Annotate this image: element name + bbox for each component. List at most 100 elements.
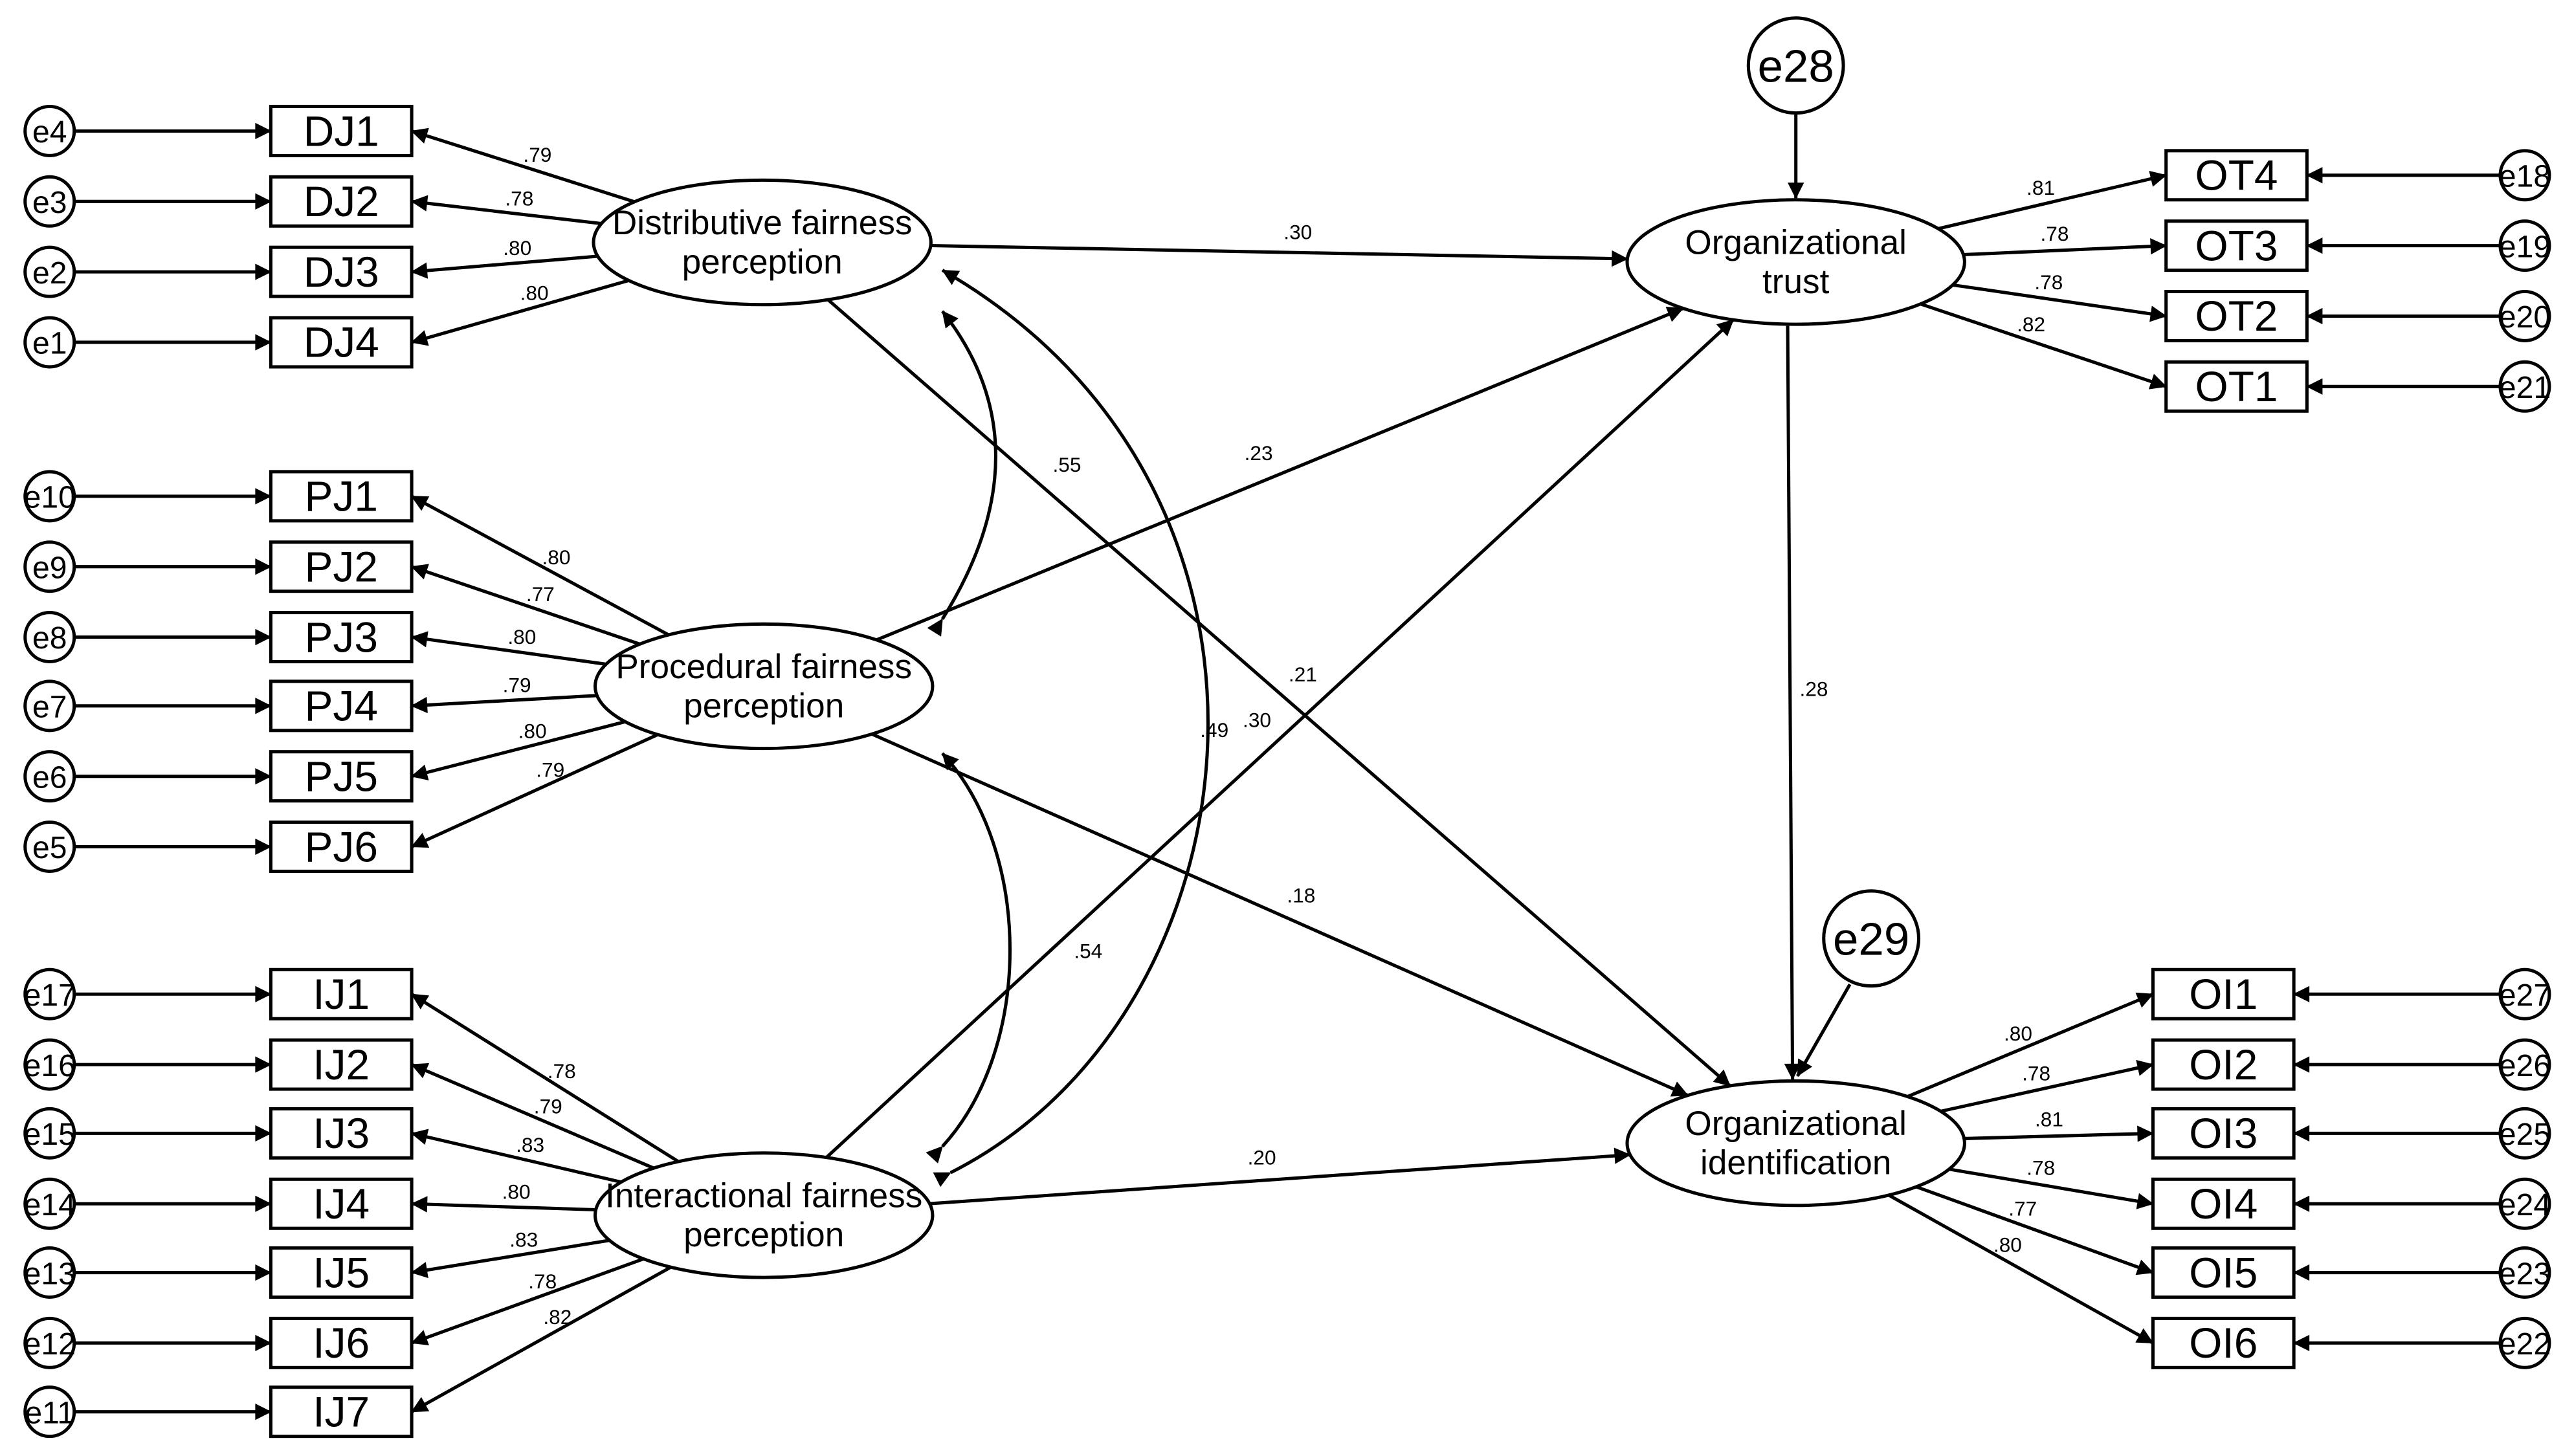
indicator-box-oi2 xyxy=(2151,1038,2296,1091)
indicator-box-pj6 xyxy=(269,820,414,873)
indicator-box-pj2 xyxy=(269,540,414,593)
error-label-e15: e15 xyxy=(24,1117,76,1152)
error-label-e26: e26 xyxy=(2499,1048,2551,1083)
correlation-dfp-ifp xyxy=(933,269,1210,1187)
latent-label-ifp-1: perception xyxy=(683,1216,844,1254)
coef-dfp-pfp: .55 xyxy=(1052,453,1081,476)
error-circle-e9 xyxy=(23,540,76,593)
loading-arrow-ij1 xyxy=(410,993,680,1164)
loading-arrow-dj3 xyxy=(410,254,598,279)
indicator-label-ij5: IJ5 xyxy=(313,1248,370,1296)
path-dfp-ot xyxy=(930,243,1628,267)
correlation-pfp-ifp xyxy=(926,752,1012,1164)
latent-label-pfp-1: perception xyxy=(683,687,844,725)
coef-dfp-ifp: .49 xyxy=(1200,718,1228,742)
loading-oi2: .78 xyxy=(2022,1062,2050,1085)
indicator-label-ij2: IJ2 xyxy=(313,1041,370,1088)
indicator-label-oi3: OI3 xyxy=(2189,1109,2258,1157)
loading-arrow-pj6 xyxy=(410,733,659,848)
coef-pfp-ot: .23 xyxy=(1245,441,1273,465)
error-label-e16: e16 xyxy=(24,1048,76,1083)
indicator-label-ij7: IJ7 xyxy=(313,1387,370,1435)
latent-label-ot-1: trust xyxy=(1762,263,1830,301)
loading-arrow-ij2 xyxy=(410,1063,654,1170)
error-label-e27: e27 xyxy=(2499,978,2551,1013)
loading-arrow-ot3 xyxy=(1963,238,2167,257)
error-label-e13: e13 xyxy=(24,1256,76,1291)
error-circle-e26 xyxy=(2498,1038,2551,1091)
error-label-e17: e17 xyxy=(24,978,76,1013)
coef-dfp-ot: .30 xyxy=(1283,221,1312,244)
indicator-box-oi3 xyxy=(2151,1107,2296,1160)
loading-pj4: .79 xyxy=(503,673,531,696)
error-circle-e10 xyxy=(23,470,76,523)
latent-ellipse-ot xyxy=(1625,198,1966,326)
error-circle-e3 xyxy=(23,175,76,228)
edges-layer xyxy=(74,111,2501,1420)
loading-arrow-dj4 xyxy=(410,278,630,346)
indicator-box-ij3 xyxy=(269,1107,414,1160)
path-ot-oi xyxy=(1784,325,1801,1081)
latent-ellipse-dfp xyxy=(592,178,933,307)
indicator-label-ij3: IJ3 xyxy=(313,1109,370,1157)
indicator-label-oi6: OI6 xyxy=(2189,1319,2258,1367)
disturbance-circle-ot xyxy=(1746,16,1845,115)
indicator-label-oi5: OI5 xyxy=(2189,1248,2258,1296)
loading-ot3: .78 xyxy=(2040,222,2069,245)
error-circle-e24 xyxy=(2498,1177,2551,1230)
loading-arrow-ij5 xyxy=(410,1239,610,1279)
error-label-e18: e18 xyxy=(2499,159,2551,194)
loading-oi1: .80 xyxy=(2004,1022,2032,1045)
error-label-e9: e9 xyxy=(32,550,67,585)
loading-ij4: .80 xyxy=(502,1180,531,1204)
latent-label-dfp-0: Distributive fairness xyxy=(612,204,913,242)
loading-arrow-ot2 xyxy=(1952,283,2167,322)
error-label-e12: e12 xyxy=(24,1327,76,1362)
error-label-e25: e25 xyxy=(2499,1117,2551,1152)
loading-ij7: .82 xyxy=(543,1305,571,1329)
loading-arrow-pj5 xyxy=(410,720,626,780)
indicator-label-ij6: IJ6 xyxy=(313,1319,370,1367)
error-label-e21: e21 xyxy=(2499,370,2551,405)
loading-oi3: .81 xyxy=(2035,1108,2063,1131)
error-label-e5: e5 xyxy=(32,830,67,865)
indicator-label-pj6: PJ6 xyxy=(305,822,378,870)
latent-label-dfp-1: perception xyxy=(682,243,843,281)
coef-ot-oi: .28 xyxy=(1800,678,1828,701)
error-label-e6: e6 xyxy=(32,760,67,795)
coef-dfp-oi: .21 xyxy=(1289,663,1317,686)
error-circle-e21 xyxy=(2498,360,2551,413)
error-circle-e22 xyxy=(2498,1316,2551,1369)
path-pfp-oi xyxy=(871,733,1689,1098)
indicator-label-oi1: OI1 xyxy=(2189,970,2258,1018)
loading-ij5: .83 xyxy=(509,1228,538,1252)
loading-arrow-dj2 xyxy=(410,195,602,226)
indicator-box-pj4 xyxy=(269,679,414,733)
error-label-e1: e1 xyxy=(32,326,67,361)
error-label-e10: e10 xyxy=(24,480,76,515)
indicator-box-ij6 xyxy=(269,1316,414,1369)
error-circle-e2 xyxy=(23,245,76,298)
indicator-box-oi4 xyxy=(2151,1177,2296,1230)
loading-arrow-dj1 xyxy=(410,127,635,204)
error-circle-e7 xyxy=(23,679,76,733)
error-circle-e27 xyxy=(2498,967,2551,1020)
latent-label-oi-0: Organizational xyxy=(1685,1105,1907,1143)
loading-ij2: .79 xyxy=(534,1094,562,1118)
disturbance-circle-oi xyxy=(1822,889,1921,988)
indicator-box-dj1 xyxy=(269,104,414,157)
error-label-e20: e20 xyxy=(2499,300,2551,335)
indicator-box-ij5 xyxy=(269,1246,414,1299)
error-circle-e13 xyxy=(23,1246,76,1299)
loading-arrow-pj1 xyxy=(410,494,670,637)
latent-ellipse-oi xyxy=(1625,1079,1966,1208)
error-circle-e6 xyxy=(23,750,76,803)
loading-arrow-ot1 xyxy=(1920,302,2167,390)
error-circle-e11 xyxy=(23,1385,76,1439)
loading-pj2: .77 xyxy=(526,582,555,606)
indicator-label-pj5: PJ5 xyxy=(305,752,378,800)
error-circle-e19 xyxy=(2498,219,2551,272)
indicator-label-ot1: OT1 xyxy=(2195,362,2278,410)
error-circle-e4 xyxy=(23,104,76,157)
